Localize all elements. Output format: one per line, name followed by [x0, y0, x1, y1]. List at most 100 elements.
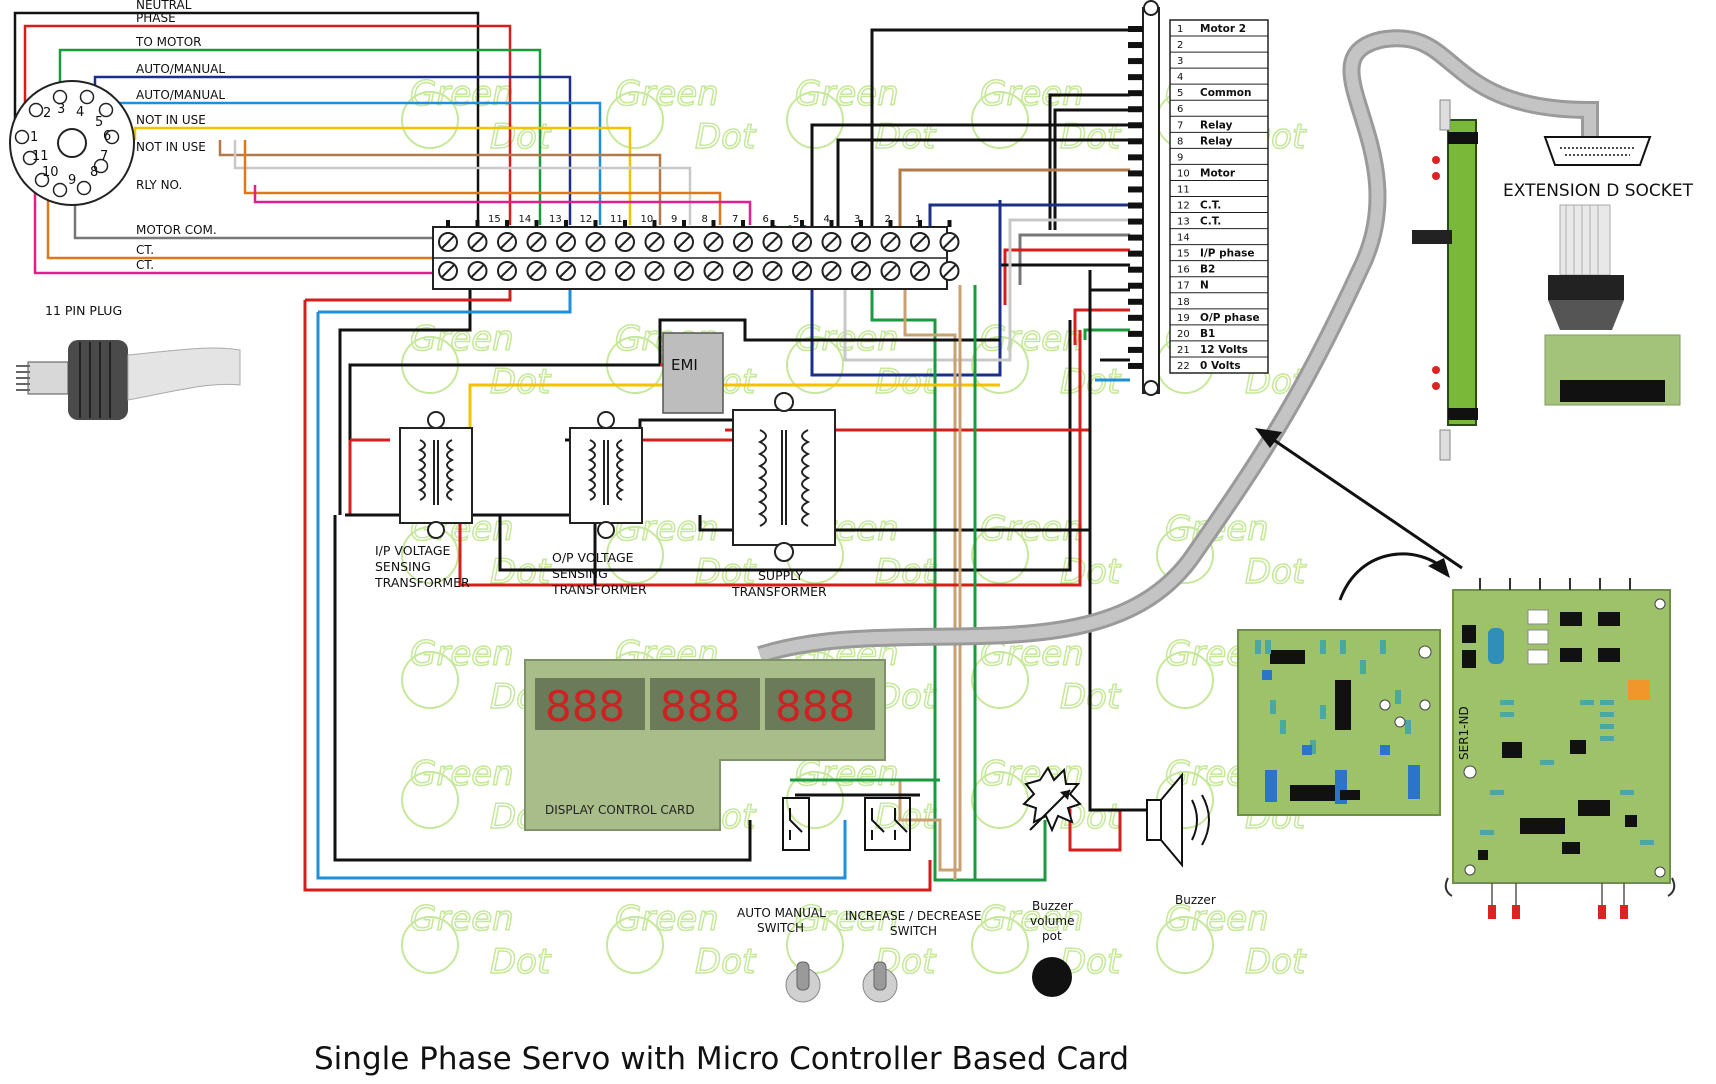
extension-socket-label: EXTENSION D SOCKET	[1503, 181, 1694, 201]
pointer-arrows	[1255, 428, 1463, 601]
watermark-text: Dot	[490, 362, 552, 402]
card-edge-view	[1412, 99, 1478, 461]
display-digits-2: 888	[660, 682, 740, 731]
connector-pin-number: 3	[1177, 56, 1183, 67]
plug-pin-number: 2	[43, 106, 51, 121]
plug-pin-number: 11	[32, 149, 49, 164]
connector-pin-label: Motor	[1200, 167, 1236, 179]
watermark-text: Green	[410, 74, 514, 114]
op-transformer-label: O/P VOLTAGE SENSING TRANSFORMER	[551, 550, 647, 597]
supply-transformer-label: SUPPLY TRANSFORMER	[731, 568, 827, 599]
connector-pin-number: 8	[1177, 136, 1183, 147]
auto-manual-toggle	[785, 961, 821, 1003]
auto-manual-switch-label: AUTO MANUAL SWITCH	[737, 906, 830, 935]
connector-pin-label: Relay	[1200, 119, 1233, 131]
watermark-text: Green	[795, 74, 899, 114]
terminal-number: 7	[732, 214, 738, 225]
watermark-text: Dot	[875, 362, 937, 402]
plug-pin-number: 1	[30, 130, 38, 145]
plug-pin	[93, 158, 109, 174]
display-digits-1: 888	[545, 682, 625, 731]
buzzer-pot-symbol	[1022, 766, 1082, 833]
supply-transformer	[732, 392, 836, 562]
connector-pin-number: 16	[1177, 265, 1190, 276]
auto-manual-switch-module	[782, 797, 911, 851]
ip-transformer-label: I/P VOLTAGE SENSING TRANSFORMER	[374, 543, 470, 590]
incdec-switch-label: INCREASE / DECREASE SWITCH	[845, 909, 985, 938]
watermark-text: Green	[795, 899, 899, 939]
buzzer-label: Buzzer	[1175, 893, 1216, 907]
watermark-text: Dot	[490, 942, 552, 982]
connector-pin-number: 13	[1177, 217, 1190, 228]
connector-pin-label: Motor 2	[1200, 23, 1246, 35]
plug-pin	[98, 102, 114, 118]
emi-label: EMI	[671, 356, 698, 374]
connector-pin-label: Relay	[1200, 135, 1233, 147]
connector-pin-number: 18	[1177, 297, 1190, 308]
connector-pin-label: C.T.	[1200, 216, 1221, 228]
plug-pin-number: 4	[76, 105, 84, 120]
terminal-number: 6	[763, 214, 769, 225]
terminal-number: 4	[824, 214, 830, 225]
display-card-label: DISPLAY CONTROL CARD	[545, 803, 695, 817]
plug-pin	[14, 129, 30, 145]
connector-pin-number: 20	[1177, 329, 1190, 340]
terminal-number: 15	[488, 214, 501, 225]
watermark-text: Green	[615, 74, 719, 114]
connector-pin-label: B1	[1200, 328, 1215, 340]
connector-pin-label: I/P phase	[1200, 248, 1255, 260]
buzzer-speaker	[1146, 772, 1210, 868]
connector-pin-number: 17	[1177, 281, 1190, 292]
plug-pin	[22, 150, 38, 166]
plug-pin	[28, 102, 44, 118]
connector-pin-label: 12 Volts	[1200, 344, 1248, 356]
plug-pin-number: 8	[90, 165, 98, 180]
plug-pin	[52, 182, 68, 198]
connector-pin-number: 19	[1177, 313, 1190, 324]
ribbon-cable	[757, 29, 1599, 664]
connector-pin-number: 11	[1177, 184, 1190, 195]
watermark-text: Green	[410, 634, 514, 674]
wire-label: CT.	[136, 258, 154, 272]
connector-pin-label: C.T.	[1200, 200, 1221, 212]
plug-pin	[76, 180, 92, 196]
connector-pin-number: 9	[1177, 152, 1183, 163]
connector-pin-label: B2	[1200, 264, 1215, 276]
watermark-text: Dot	[490, 117, 552, 157]
wire-label: MOTOR COM.	[136, 223, 217, 237]
plug-pin-number: 3	[57, 102, 65, 117]
plug-pin-number: 6	[103, 129, 111, 144]
terminal-number: 14	[519, 214, 532, 225]
connector-pin-label: Common	[1200, 87, 1252, 99]
watermark-text: Green	[615, 899, 719, 939]
plug-pin-number: 5	[95, 115, 103, 130]
watermark-text: Dot	[695, 117, 757, 157]
terminal-number: 12	[580, 214, 593, 225]
plug-illustration	[16, 340, 241, 420]
plug-pin-number: 7	[100, 149, 108, 164]
watermark-text: Dot	[1245, 942, 1307, 982]
emi-filter: EMI	[662, 332, 724, 414]
connector-pin-label: 0 Volts	[1200, 360, 1241, 372]
wire-label: AUTO/MANUAL	[136, 88, 225, 102]
wire-label: NOT IN USE	[136, 113, 206, 127]
plug-pin	[104, 129, 120, 145]
watermark-text: Dot	[875, 117, 937, 157]
connector-pin-number: 1	[1177, 24, 1183, 35]
extension-d-socket	[1543, 136, 1681, 406]
wire-label: TO MOTOR	[135, 35, 202, 49]
controller-pcb-left	[1237, 629, 1441, 816]
watermark-text: Green	[410, 754, 514, 794]
watermark-text: Green	[410, 319, 514, 359]
wire-label: PHASE	[136, 11, 176, 25]
connector-pin-number: 5	[1177, 88, 1183, 99]
increase-decrease-toggle	[862, 961, 898, 1003]
op-transformer	[569, 411, 643, 539]
terminal-number: 5	[793, 214, 799, 225]
connector-pin-label: N	[1200, 280, 1209, 292]
connector-pin-number: 14	[1177, 233, 1190, 244]
